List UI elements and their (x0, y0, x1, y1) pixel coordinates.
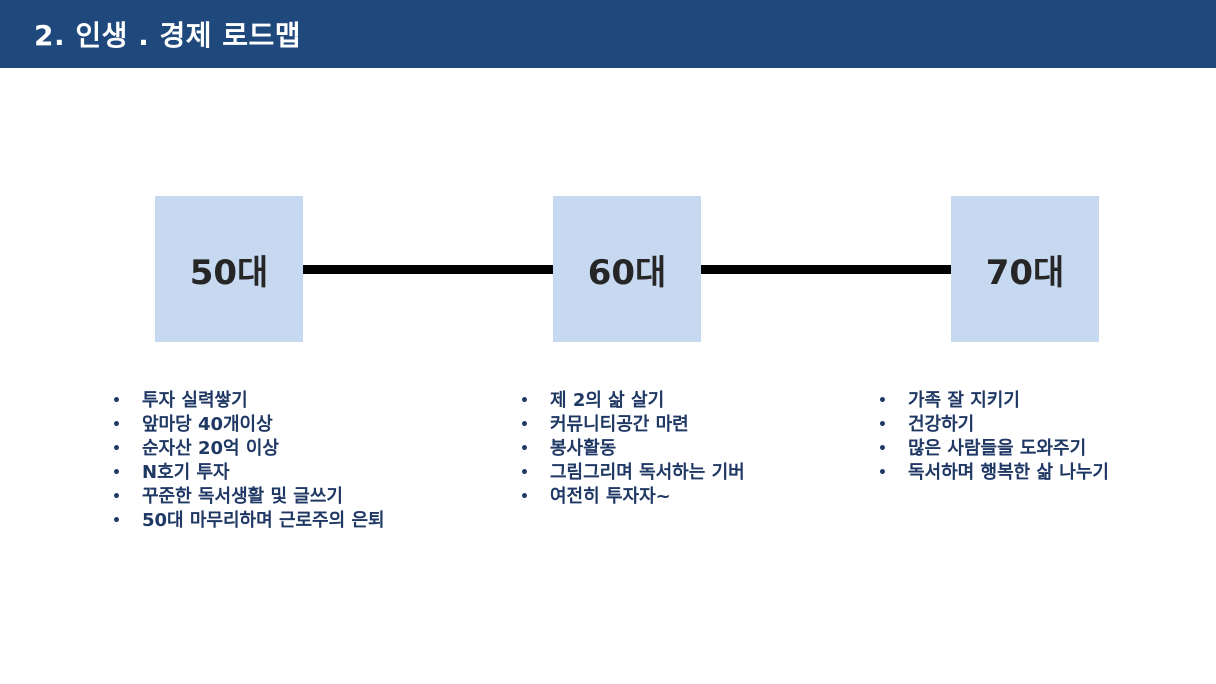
goal-item: 여전히 투자자~ (518, 485, 818, 509)
decade-label-70s: 70대 (985, 252, 1065, 293)
decade-box-50s: 50대 (155, 196, 303, 342)
goal-item: 커뮤니티공간 마련 (518, 413, 818, 437)
decade-box-70s: 70대 (951, 196, 1099, 342)
timeline-connector-60-70 (701, 265, 952, 274)
decade-label-50s: 50대 (189, 252, 269, 293)
header-bar: 2. 인생 . 경제 로드맵 (0, 0, 1216, 68)
goal-item: 가족 잘 지키기 (876, 389, 1196, 413)
goal-list-60s: 제 2의 삶 살기 커뮤니티공간 마련 봉사활동 그림그리며 독서하는 기버 여… (518, 389, 818, 509)
goal-list-50s: 투자 실력쌓기 앞마당 40개이상 순자산 20억 이상 N호기 투자 꾸준한 … (110, 389, 410, 533)
goal-item: 50대 마무리하며 근로주의 은퇴 (110, 509, 410, 533)
goal-list-70s: 가족 잘 지키기 건강하기 많은 사람들을 도와주기 독서하며 행복한 삶 나누… (876, 389, 1196, 485)
goal-item: 건강하기 (876, 413, 1196, 437)
timeline-connector-50-60 (303, 265, 554, 274)
goal-item: 꾸준한 독서생활 및 글쓰기 (110, 485, 410, 509)
page-title: 2. 인생 . 경제 로드맵 (34, 19, 302, 52)
goal-item: 순자산 20억 이상 (110, 437, 410, 461)
decade-box-60s: 60대 (553, 196, 701, 342)
decade-label-60s: 60대 (587, 252, 667, 293)
goal-item: 독서하며 행복한 삶 나누기 (876, 461, 1196, 485)
goal-item: N호기 투자 (110, 461, 410, 485)
goal-item: 봉사활동 (518, 437, 818, 461)
goal-item: 투자 실력쌓기 (110, 389, 410, 413)
goal-item: 많은 사람들을 도와주기 (876, 437, 1196, 461)
goal-item: 그림그리며 독서하는 기버 (518, 461, 818, 485)
goal-item: 제 2의 삶 살기 (518, 389, 818, 413)
goal-item: 앞마당 40개이상 (110, 413, 410, 437)
